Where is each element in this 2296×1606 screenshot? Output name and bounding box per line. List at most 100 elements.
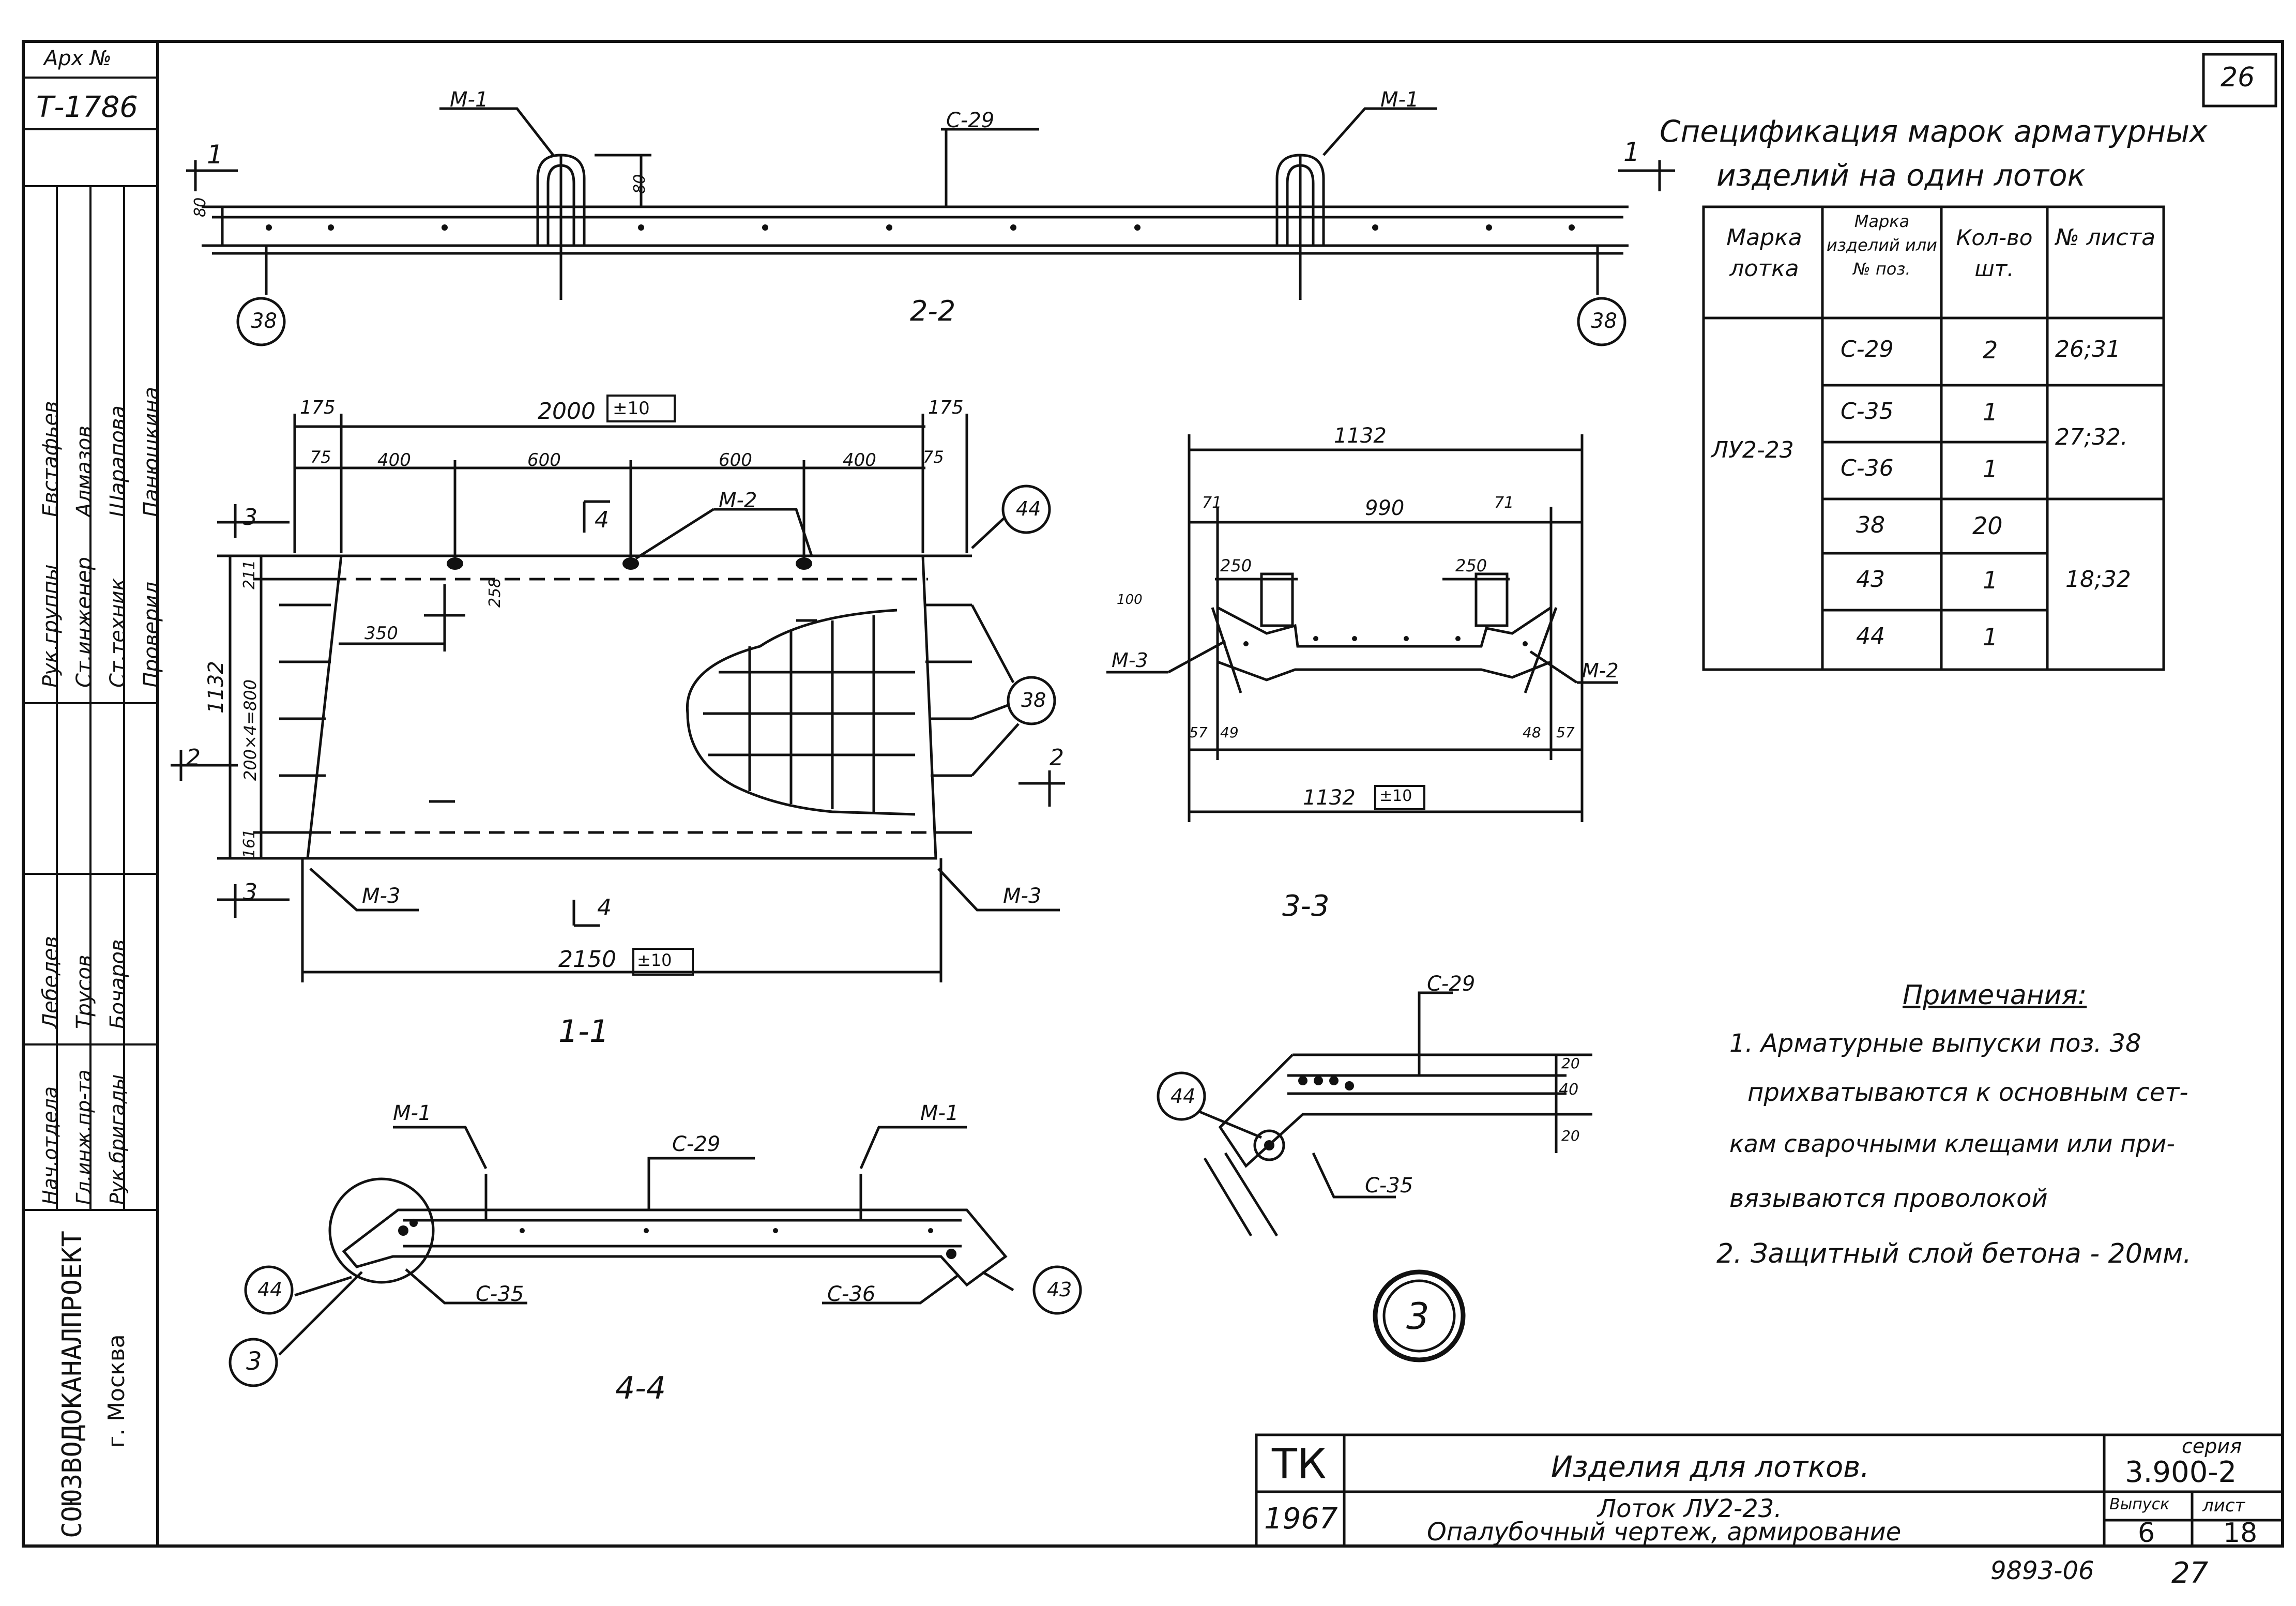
v11-cut4-bottom: 4 bbox=[597, 895, 612, 921]
v11-cut2-right: 2 bbox=[1050, 745, 1064, 771]
spec-item-2: С-35 bbox=[1841, 398, 1894, 425]
tol-box-1132 bbox=[1374, 785, 1425, 810]
title-block-grid bbox=[1255, 1433, 2284, 1548]
v33-m3: М-3 bbox=[1112, 649, 1148, 672]
pos-44-circle-4-4 bbox=[244, 1265, 294, 1315]
v11-cut3-bottom: 3 bbox=[243, 879, 257, 905]
archive-label: Арх № bbox=[44, 47, 112, 70]
v33-title: 3-3 bbox=[1282, 889, 1330, 923]
spec-item-5: 43 bbox=[1856, 566, 1885, 593]
pos-43-circle-4-4 bbox=[1032, 1265, 1082, 1315]
v44-c29: С-29 bbox=[672, 1132, 721, 1156]
v22-pos38-left: 38 bbox=[251, 309, 277, 333]
view-2-2-geometry bbox=[186, 107, 1675, 300]
bottom-code: 9893-06 bbox=[1990, 1556, 2094, 1585]
note-line-2: прихватываются к основным сет- bbox=[1747, 1078, 2188, 1107]
v11-pos38: 38 bbox=[1021, 689, 1046, 711]
outer-frame bbox=[22, 40, 2284, 1548]
spec-item-6: 44 bbox=[1856, 623, 1885, 649]
tb-series-label: серия bbox=[2182, 1435, 2242, 1458]
v33-dim-71-left: 71 bbox=[1202, 494, 1222, 512]
org-name: СОЮЗВОДОКАНАЛПРОЕКТ bbox=[57, 1231, 88, 1538]
strip2-role-1: Нач.отдела bbox=[39, 1086, 62, 1205]
view-1-1-geometry bbox=[171, 414, 1065, 982]
spec-sheet-2: 27;32. bbox=[2055, 424, 2128, 450]
v11-dim-400-right: 400 bbox=[843, 450, 876, 471]
strip2-name-2: Трусов bbox=[72, 954, 96, 1029]
pos-38-circle-left bbox=[236, 297, 286, 346]
node3-pos44: 44 bbox=[1170, 1085, 1196, 1108]
v22-dim-80a: 80 bbox=[191, 197, 209, 217]
v11-dim-2000: 2000 bbox=[538, 398, 596, 425]
spec-title-2: изделий на один лоток bbox=[1716, 158, 2086, 193]
v33-tol: ±10 bbox=[1379, 787, 1412, 805]
v22-pos38-right: 38 bbox=[1591, 309, 1617, 333]
v33-dim-1132-bottom: 1132 bbox=[1303, 786, 1356, 810]
node-3-dots bbox=[1264, 1076, 1354, 1150]
notes-title: Примечания: bbox=[1903, 980, 2087, 1011]
v33-m2: М-2 bbox=[1582, 659, 1619, 682]
v33-dim-250-right: 250 bbox=[1455, 556, 1487, 575]
strip-name-3: Шарапова bbox=[106, 405, 130, 517]
v44-m1-right: М-1 bbox=[920, 1101, 959, 1125]
node-3-circle-4-4 bbox=[229, 1338, 278, 1387]
v33-dim-57-right: 57 bbox=[1556, 724, 1575, 741]
v11-dim-75-left: 75 bbox=[310, 447, 331, 467]
v11-dim-258: 258 bbox=[486, 578, 504, 608]
view-1-1-m2-dots bbox=[447, 557, 812, 570]
v22-dim-80b: 80 bbox=[631, 174, 649, 194]
v11-cut2-left: 2 bbox=[186, 745, 201, 771]
archive-number: Т-1786 bbox=[36, 90, 138, 124]
v22-cut-left: 1 bbox=[207, 140, 223, 170]
tb-year: 1967 bbox=[1264, 1502, 1338, 1536]
spec-qty-1: 2 bbox=[1983, 336, 1998, 364]
v33-dim-100: 100 bbox=[1117, 592, 1143, 608]
view-3-3-geometry bbox=[1106, 434, 1618, 822]
view-2-2-rebar-dots bbox=[266, 224, 1575, 231]
pos-38-circle-right bbox=[1577, 297, 1626, 346]
note-line-4: вязываются проволокой bbox=[1729, 1184, 2048, 1213]
strip2-role-2: Гл.инж.пр-та bbox=[72, 1069, 95, 1205]
node-3-geometry bbox=[1199, 991, 1592, 1237]
v11-dim-350: 350 bbox=[364, 623, 398, 644]
v44-node3: 3 bbox=[246, 1347, 262, 1376]
v11-dim-175-left: 175 bbox=[300, 397, 336, 418]
v11-m2: М-2 bbox=[719, 489, 757, 512]
spec-item-1: С-29 bbox=[1841, 336, 1894, 362]
strip-name-4: Панюшкина bbox=[140, 387, 163, 517]
sheet-number: 26 bbox=[2221, 62, 2255, 93]
view-3-3-dots bbox=[1243, 636, 1528, 646]
v22-m1-right: М-1 bbox=[1380, 88, 1419, 112]
tb-line1: Изделия для лотков. bbox=[1551, 1450, 1870, 1484]
view-4-4-dots bbox=[398, 1219, 956, 1259]
tb-line2: Лоток ЛУ2-23. bbox=[1598, 1494, 1782, 1523]
node3-c35: С-35 bbox=[1365, 1174, 1413, 1198]
node-3-big-circle bbox=[1373, 1269, 1466, 1362]
pos-44-circle-node bbox=[1157, 1071, 1206, 1121]
spec-qty-2: 1 bbox=[1983, 398, 1998, 426]
node3-dim-20a: 20 bbox=[1561, 1055, 1580, 1072]
strip2-name-1: Лебедев bbox=[39, 936, 63, 1029]
strip-role-2: Ст.инженер bbox=[72, 557, 96, 688]
v11-dim-200x4: 200×4=800 bbox=[240, 679, 260, 781]
tb-line3: Опалубочный чертеж, армирование bbox=[1427, 1518, 1902, 1547]
v11-dim-161: 161 bbox=[240, 828, 259, 858]
v33-dim-1132-top: 1132 bbox=[1334, 424, 1387, 448]
spec-table-grid bbox=[1702, 205, 2165, 671]
spec-lotok: ЛУ2-23 bbox=[1711, 437, 1794, 463]
left-strip-grid bbox=[23, 77, 159, 1211]
v11-tol-2150: ±10 bbox=[637, 950, 672, 970]
v33-dim-250-left: 250 bbox=[1220, 556, 1252, 575]
pos-38-circle-1-1 bbox=[1007, 676, 1056, 725]
tol-box-2150 bbox=[632, 948, 694, 976]
node3-c29: С-29 bbox=[1427, 972, 1476, 996]
v33-dim-990: 990 bbox=[1365, 496, 1405, 520]
tb-vypusk: 6 bbox=[2138, 1518, 2155, 1549]
strip-role-3: Ст.техник bbox=[106, 578, 130, 688]
v11-dim-1132: 1132 bbox=[204, 661, 228, 714]
strip2-role-3: Рук.бригады bbox=[106, 1074, 129, 1205]
note-line-3: кам сварочными клещами или при- bbox=[1729, 1130, 2175, 1158]
strip-role-1: Рук.группы bbox=[39, 564, 63, 688]
spec-header-sheet: № листа bbox=[2055, 224, 2156, 251]
